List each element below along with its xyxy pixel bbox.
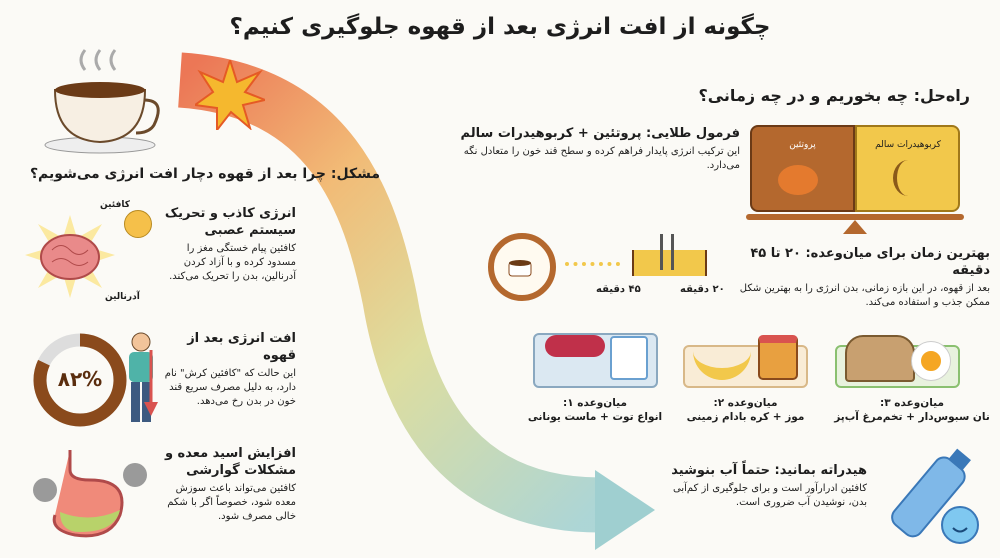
fork-spoon-icon	[660, 234, 674, 270]
wheat-icon	[893, 160, 923, 196]
percent-ring	[33, 333, 127, 427]
snack-2-text: موز + کره بادام زمینی	[686, 411, 805, 423]
mark-45: ۴۵ دقیقه	[596, 284, 641, 295]
mark-20: ۲۰ دقیقه	[680, 284, 725, 295]
problem-item-3-title: افزایش اسید معده و مشکلات گوارشی	[164, 446, 296, 478]
problem-item-3-text: کافئین می‌تواند باعث سوزش معده شود، خصوص…	[167, 483, 296, 522]
timing-text: بعد از قهوه، در این بازه زمانی، بدن انرژ…	[739, 283, 990, 308]
snack-3-label: میان‌وعده ۳:	[880, 397, 944, 409]
coffee-cup-icon	[44, 49, 160, 154]
scale-base	[843, 220, 867, 234]
down-arrow-icon	[144, 350, 158, 416]
problem-item-2-text: این حالت که "کافئین کرش" نام دارد، به دل…	[164, 368, 296, 407]
brain-icon	[25, 215, 115, 298]
yogurt-icon	[610, 336, 648, 380]
page-title: چگونه از افت انرژی بعد از قهوه جلوگیری ک…	[229, 14, 771, 40]
percent-label: ۸۲%	[57, 367, 103, 391]
timing-title: بهترین زمان برای میان‌وعده: ۲۰ تا ۴۵ دقی…	[750, 246, 990, 278]
puzzle-carbs-label: کربوهیدرات سالم	[875, 140, 941, 150]
problem-item-2: افت انرژی بعد از قهوه این حالت که "کافئی…	[158, 330, 296, 409]
timeline-window	[632, 250, 707, 276]
snack-1-label: میان‌وعده ۱:	[563, 397, 627, 409]
problem-item-3: افزایش اسید معده و مشکلات گوارشی کافئین …	[158, 445, 296, 524]
adrenaline-label: آدرنالین	[105, 292, 140, 302]
bread-icon	[845, 335, 915, 382]
chicken-leg-icon	[778, 165, 818, 195]
snack-1-text: انواع توت + ماست یونانی	[527, 411, 663, 423]
berries-icon	[545, 335, 605, 357]
problem-heading: مشکل: چرا بعد از قهوه دچار افت انرژی می‌…	[29, 166, 380, 182]
energy-burst-icon	[195, 60, 265, 130]
water-bottle-icon	[891, 448, 979, 544]
hydration-title: هیدراته بمانید: حتماً آب بنوشید	[671, 463, 867, 478]
problem-item-2-title: افت انرژی بعد از قهوه	[187, 331, 296, 363]
problem-item-1: انرژی کاذب و تحریک سیستم عصبی کافئین پیا…	[158, 205, 296, 284]
stomach-icon	[33, 450, 147, 538]
problem-item-1-text: کافئین پیام خستگی مغز را مسدود کرده و با…	[169, 243, 296, 282]
snack-2-label: میان‌وعده ۲:	[713, 397, 778, 409]
timing-block: بهترین زمان برای میان‌وعده: ۲۰ تا ۴۵ دقی…	[735, 245, 990, 310]
timeline-dots	[565, 262, 620, 266]
caffeine-label: کافئین	[100, 200, 130, 210]
snack-1-caption: میان‌وعده ۱: انواع توت + ماست یونانی	[515, 396, 675, 424]
formula-text: این ترکیب انرژی پایدار فراهم کرده و سطح …	[463, 146, 740, 171]
formula-title: فرمول طلایی: پروتئین + کربوهیدرات سالم	[460, 126, 740, 141]
puzzle-protein-label: پروتئین	[789, 140, 816, 150]
problem-item-1-title: انرژی کاذب و تحریک سیستم عصبی	[164, 206, 296, 238]
clock-icon	[488, 233, 556, 301]
hydration-text: کافئین ادرارآور است و برای جلوگیری از کم…	[672, 483, 867, 508]
formula-block: فرمول طلایی: پروتئین + کربوهیدرات سالم ا…	[455, 125, 740, 173]
sleepy-face-icon	[124, 210, 152, 238]
solution-heading: راه‌حل: چه بخوریم و در چه زمانی؟	[698, 86, 970, 105]
boiled-egg-icon	[912, 342, 950, 380]
snack-2-caption: میان‌وعده ۲: موز + کره بادام زمینی	[668, 396, 823, 424]
snack-3-text: نان سبوس‌دار + تخم‌مرغ آب‌پز	[834, 411, 990, 423]
hydration-block: هیدراته بمانید: حتماً آب بنوشید کافئین ا…	[655, 462, 867, 510]
percent-ring-fill	[33, 333, 127, 427]
scale-beam	[746, 214, 964, 220]
snack-3-caption: میان‌وعده ۳: نان سبوس‌دار + تخم‌مرغ آب‌پ…	[826, 396, 998, 424]
peanut-butter-jar-icon	[758, 335, 798, 380]
